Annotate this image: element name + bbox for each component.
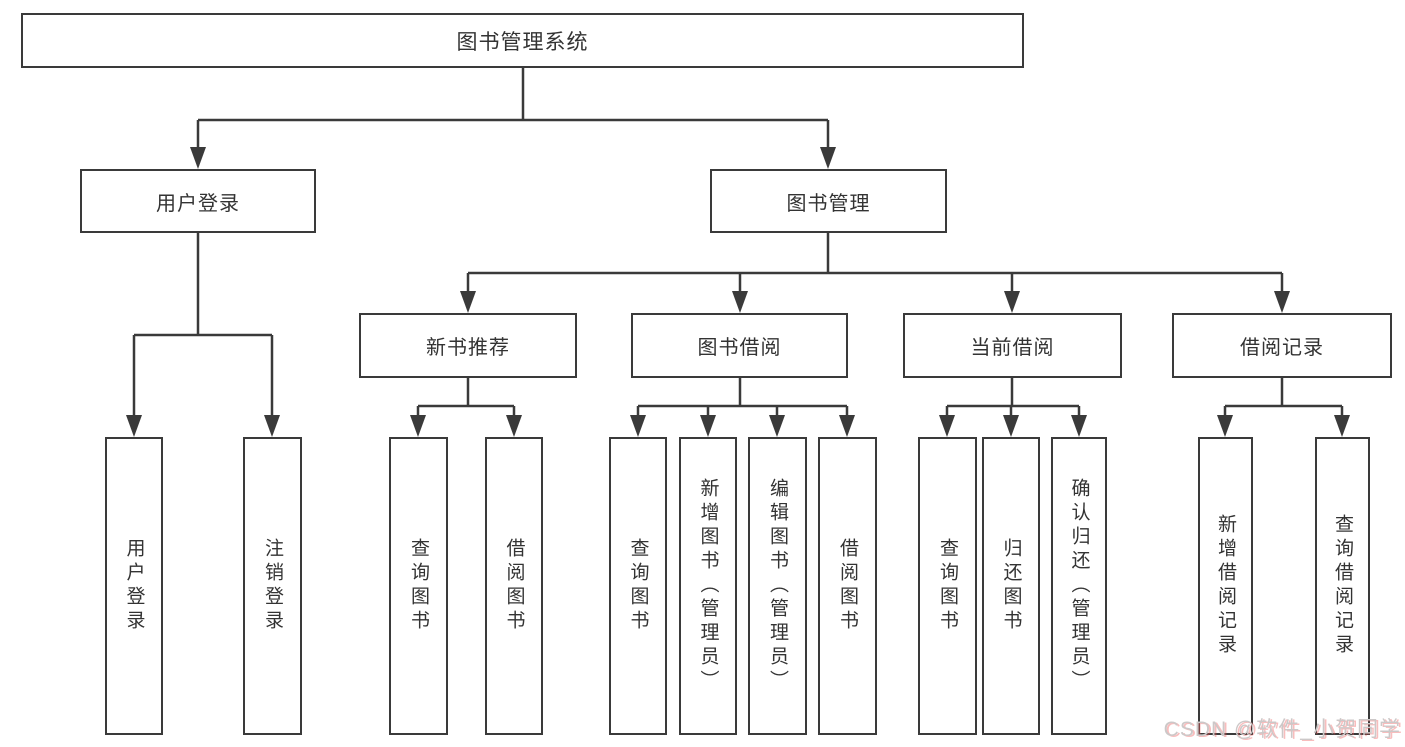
arrowhead: [769, 415, 785, 437]
node-root: 图书管理系统: [21, 13, 1024, 68]
node-label: 图书借阅: [697, 337, 782, 359]
connector-records-to-leaves: [1223, 378, 1344, 420]
node-leaf-nbr-borrow-books: 借阅图书: [485, 437, 543, 735]
node-leaf-cb-confirm-return-admin: 确认归还（管理员）: [1051, 437, 1107, 735]
node-leaf-bb-query-books: 查询图书: [609, 437, 667, 735]
arrowhead: [939, 415, 955, 437]
node-label: 查询借阅记录: [1332, 514, 1353, 658]
arrowhead: [1004, 291, 1020, 313]
node-label: 借阅记录: [1240, 337, 1324, 359]
node-book-mgmt: 图书管理: [710, 169, 947, 233]
node-label: 查询图书: [937, 538, 958, 634]
connector-root-to-level2: [196, 68, 830, 150]
csdn-watermark: CSDN @软件_小贺同学: [1163, 718, 1401, 741]
node-current-borrow: 当前借阅: [903, 313, 1122, 378]
arrowhead: [839, 415, 855, 437]
node-leaf-br-query-record: 查询借阅记录: [1315, 437, 1370, 735]
connector-bookmgmt-to-level3: [466, 233, 1284, 294]
arrowhead: [190, 147, 206, 169]
arrowhead: [630, 415, 646, 437]
connector-newbook-to-leaves: [416, 378, 516, 420]
arrowhead: [700, 415, 716, 437]
node-label: 编辑图书（管理员）: [767, 478, 788, 694]
node-leaf-bb-edit-books-admin: 编辑图书（管理员）: [748, 437, 807, 735]
node-label: 新增图书（管理员）: [697, 478, 719, 694]
node-new-book-recommend: 新书推荐: [359, 313, 577, 378]
node-book-borrow: 图书借阅: [631, 313, 848, 378]
node-leaf-logout: 注销登录: [243, 437, 302, 735]
node-label: 新增借阅记录: [1215, 514, 1236, 658]
node-label: 当前借阅: [970, 337, 1055, 359]
node-label: 借阅图书: [837, 538, 858, 634]
node-label: 用户登录: [156, 192, 240, 215]
arrowhead: [1003, 415, 1019, 437]
node-label: 借阅图书: [503, 538, 525, 634]
node-leaf-bb-add-books-admin: 新增图书（管理员）: [679, 437, 737, 735]
node-leaf-nbr-query-books: 查询图书: [389, 437, 448, 735]
arrowhead: [1217, 415, 1233, 437]
node-label: 新书推荐: [426, 337, 510, 359]
node-label: 注销登录: [262, 538, 283, 634]
node-label: 确认归还（管理员）: [1068, 478, 1090, 694]
arrowhead: [460, 291, 476, 313]
arrowhead: [506, 415, 522, 437]
arrowhead: [820, 147, 836, 169]
connector-userlogin-to-leaves: [132, 233, 274, 420]
arrowhead: [126, 415, 142, 437]
node-leaf-cb-query-books: 查询图书: [918, 437, 977, 735]
connector-bookborrow-to-leaves: [636, 378, 849, 420]
node-label: 归还图书: [1000, 538, 1022, 634]
node-borrow-records: 借阅记录: [1172, 313, 1392, 378]
node-leaf-br-add-record: 新增借阅记录: [1198, 437, 1253, 735]
arrowhead: [1071, 415, 1087, 437]
node-label: 图书管理系统: [456, 30, 589, 54]
node-label: 查询图书: [408, 538, 429, 634]
arrowhead: [410, 415, 426, 437]
arrowhead: [732, 291, 748, 313]
connector-currentborrow-to-leaves: [945, 378, 1081, 420]
node-label: 查询图书: [627, 538, 649, 634]
node-leaf-cb-return-books: 归还图书: [982, 437, 1040, 735]
node-leaf-bb-borrow-books: 借阅图书: [818, 437, 877, 735]
arrowhead: [1274, 291, 1290, 313]
node-label: 图书管理: [786, 192, 871, 215]
arrowhead: [264, 415, 280, 437]
node-leaf-user-login: 用户登录: [105, 437, 163, 735]
arrowhead: [1334, 415, 1350, 437]
node-label: 用户登录: [123, 538, 145, 634]
node-user-login: 用户登录: [80, 169, 316, 233]
